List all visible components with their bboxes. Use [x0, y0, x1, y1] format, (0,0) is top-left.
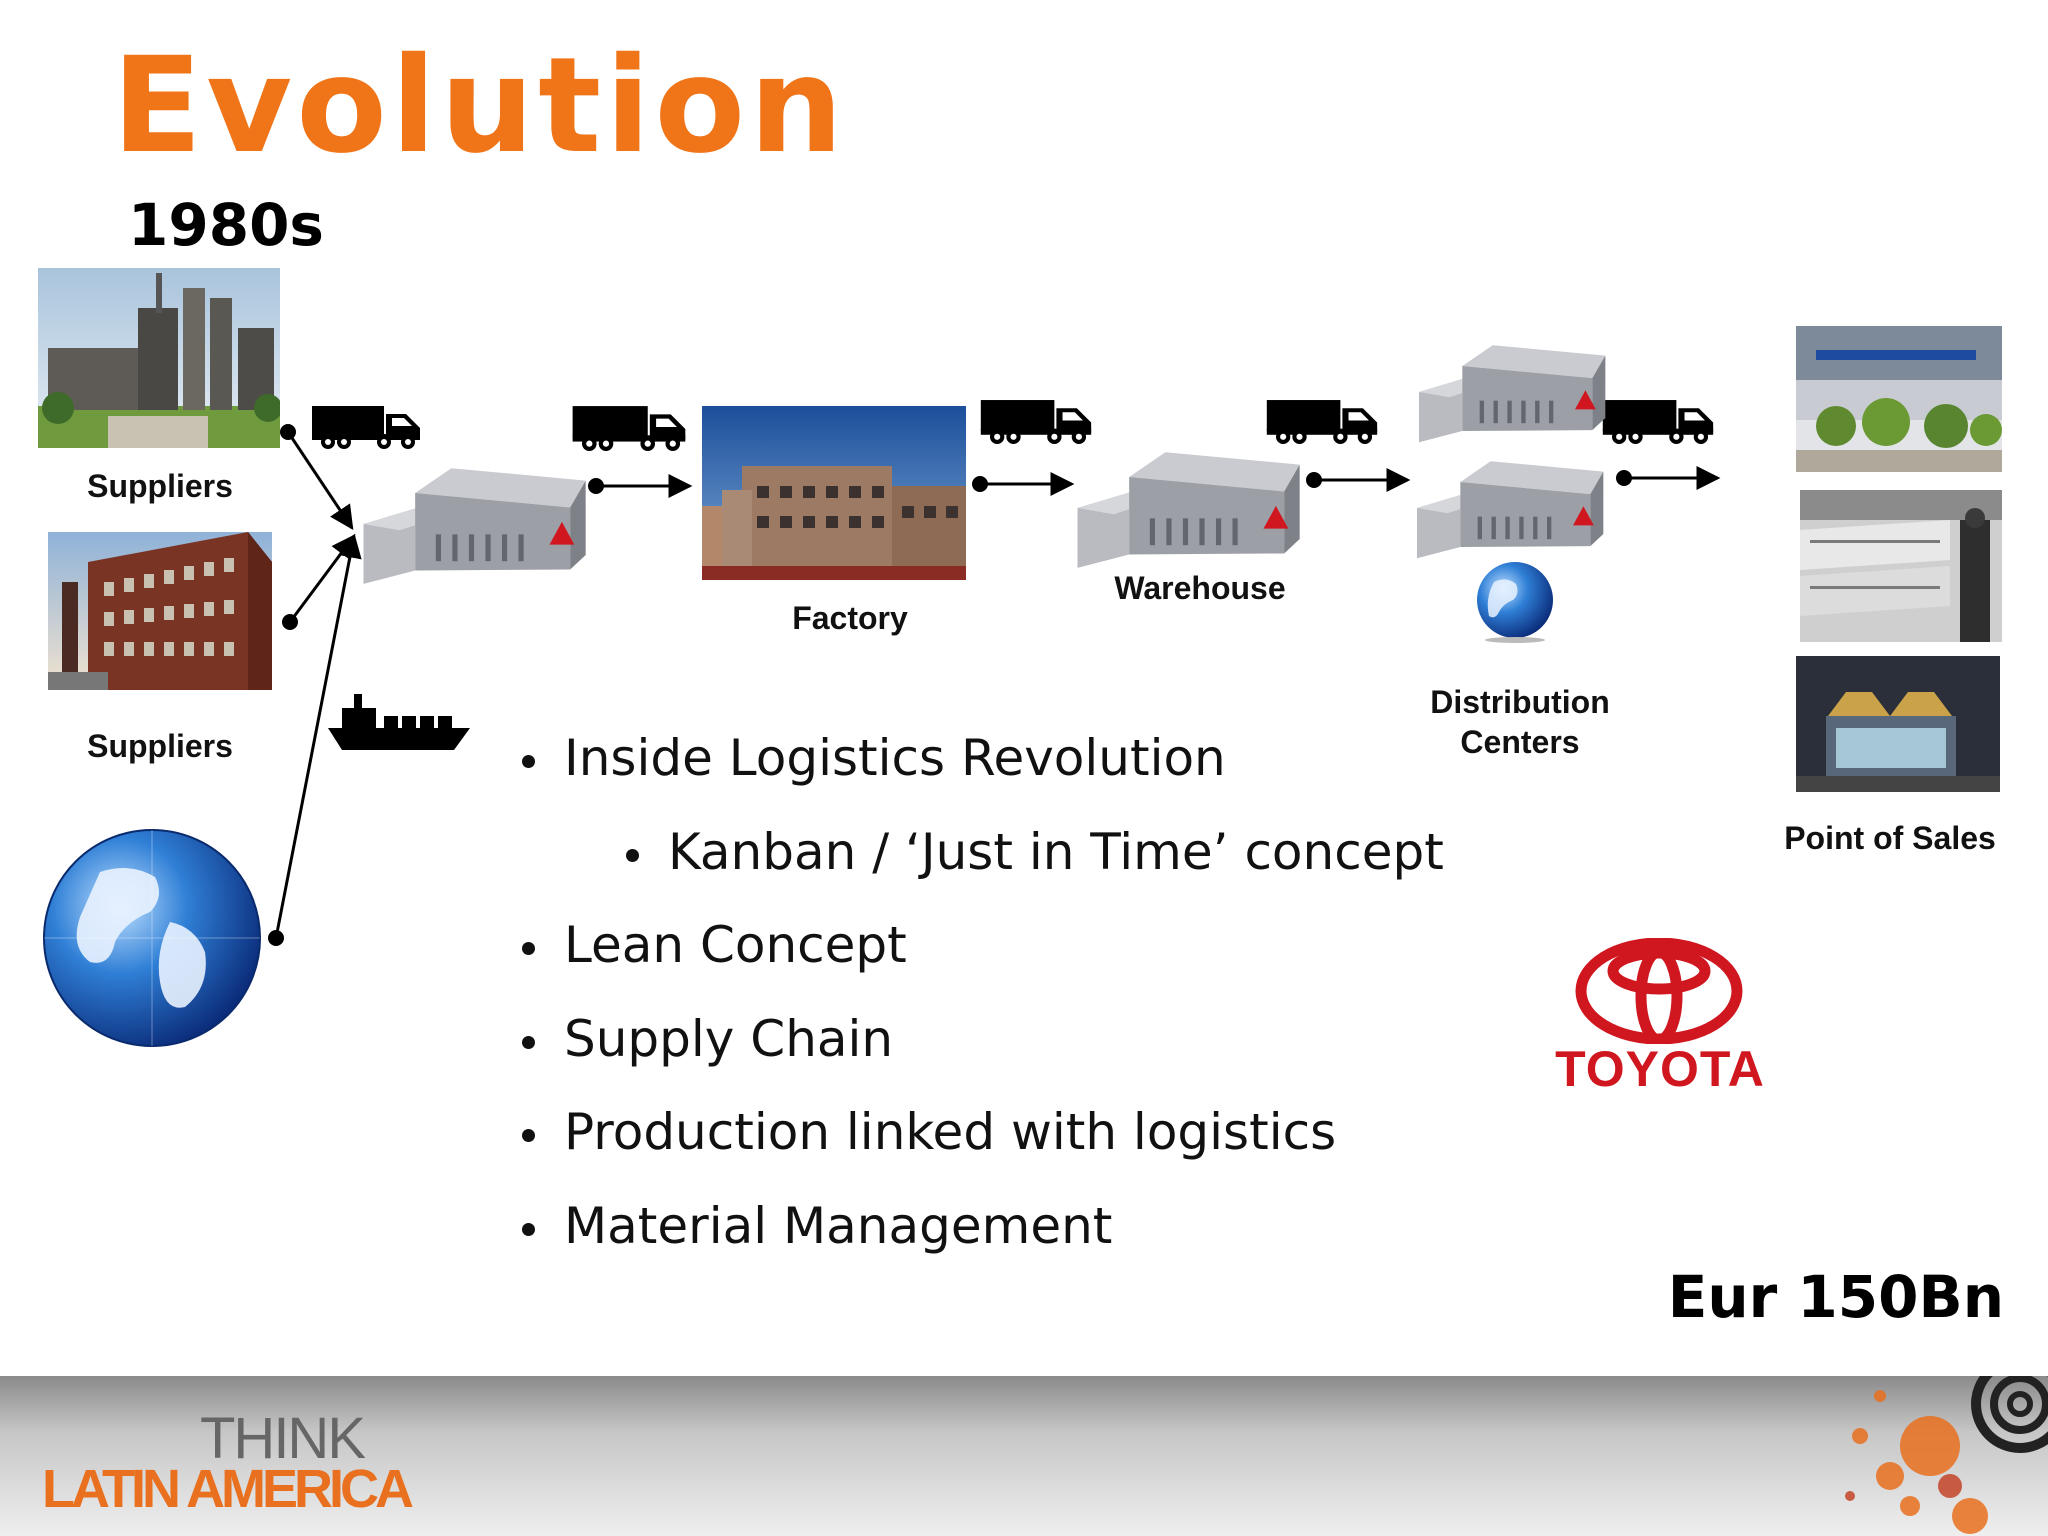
bullet-lean: Lean Concept: [518, 915, 1618, 1009]
point-of-sales-label: Point of Sales: [1784, 820, 1996, 856]
globe-icon: [1477, 562, 1553, 643]
flow-arrows: [268, 424, 1721, 946]
distribution-label-line2: Centers: [1460, 724, 1580, 760]
warehouse-label: Warehouse: [1114, 570, 1286, 606]
slide-title: Evolution: [112, 29, 848, 183]
warehouse-icon: [1066, 446, 1306, 570]
factory-label: Factory: [792, 600, 908, 636]
toyota-wordmark: TOYOTA: [1555, 1041, 1765, 1097]
globe-icon: [30, 822, 280, 1062]
footer-think-logo: THINK: [200, 1406, 366, 1471]
total-value: Eur 150Bn: [1667, 1263, 2004, 1331]
distribution-label-line1: Distribution: [1430, 684, 1610, 720]
truck-icon: [1266, 398, 1380, 445]
bullet-supply-chain: Supply Chain: [518, 1009, 1618, 1103]
footer-latam-logo: LATIN AMERICA: [42, 1459, 414, 1519]
bullet-inside-logistics: Inside Logistics Revolution: [518, 728, 1618, 822]
pos-market-photo: [1800, 490, 2002, 642]
truck-icon: [572, 404, 688, 452]
toyota-logo: [1575, 938, 1743, 1044]
ship-icon: [328, 694, 470, 750]
decade-label: 1980s: [128, 191, 324, 259]
pos-store-photo: [1796, 326, 2002, 472]
bullet-kanban: Kanban / ‘Just in Time’ concept: [518, 822, 1618, 916]
bullet-material: Material Management: [518, 1196, 1618, 1290]
footer-bar: [0, 1376, 2048, 1536]
distribution-warehouse-icon: [1408, 456, 1608, 560]
suppliers-mid-label: Suppliers: [87, 728, 233, 764]
distribution-warehouse-icon: [1410, 340, 1610, 444]
factory-photo: [702, 406, 966, 580]
pos-foodmart-photo: [1796, 656, 2000, 792]
bullet-list: Inside Logistics Revolution Kanban / ‘Ju…: [518, 728, 1618, 1289]
warehouse-icon: [352, 462, 592, 586]
supplier-factory-photo: [48, 532, 272, 690]
truck-icon: [1602, 398, 1716, 445]
suppliers-top-label: Suppliers: [87, 468, 233, 504]
supplier-plant-photo: [38, 268, 280, 448]
bullet-production: Production linked with logistics: [518, 1102, 1618, 1196]
footer-splash-graphic: [1845, 1376, 2048, 1534]
truck-icon: [980, 398, 1094, 445]
distribution-centers-label: Distribution Centers: [1400, 682, 1640, 762]
truck-icon: [312, 404, 422, 450]
